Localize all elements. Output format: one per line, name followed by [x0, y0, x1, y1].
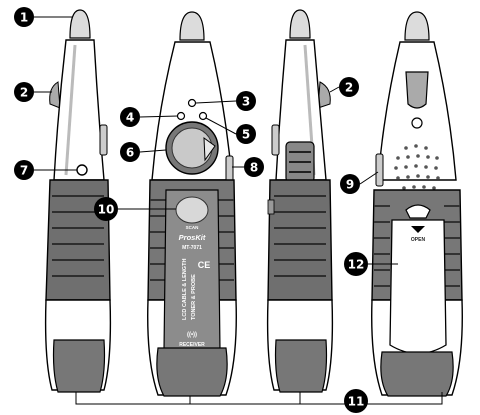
- pocket-clip-back: [405, 71, 429, 109]
- open-label: OPEN: [411, 237, 426, 243]
- probe-front-view: SCAN ProsKit MT-7071 CE LCD CABLE & LENG…: [147, 11, 237, 397]
- callout-1: 1: [14, 7, 34, 27]
- probe-tip-back: [404, 11, 430, 41]
- callout-4: 4: [120, 107, 140, 127]
- callout-markers: 1 2 3 4 5 6 7 8 10 2 9 12 11: [14, 7, 368, 413]
- svg-text:12: 12: [348, 258, 365, 272]
- callout-5: 5: [236, 124, 256, 144]
- product-name-line1: LCD CABLE & LENGTH: [182, 259, 188, 320]
- svg-text:2: 2: [20, 86, 28, 100]
- callout-10: 10: [94, 197, 118, 221]
- callout-7: 7: [14, 160, 34, 180]
- svg-text:11: 11: [348, 395, 365, 409]
- callout-6: 6: [120, 142, 140, 162]
- body-upper-back: [377, 41, 457, 181]
- body-upper: [53, 39, 105, 181]
- open-arrow-icon: [411, 226, 425, 233]
- scan-button: [175, 196, 209, 224]
- side-button: [99, 124, 108, 156]
- callout-3: 3: [236, 91, 256, 111]
- led-indicator-right: [198, 111, 208, 121]
- callout-12: 12: [344, 252, 368, 276]
- svg-text:9: 9: [346, 178, 354, 192]
- signal-symbol: ((•)): [187, 332, 197, 338]
- battery-cover-latch: [405, 204, 431, 219]
- svg-text:8: 8: [250, 161, 258, 175]
- probe-tip: [69, 9, 91, 39]
- callout-8: 8: [244, 157, 264, 177]
- callout-9: 9: [340, 174, 360, 194]
- callout-11: 11: [344, 389, 368, 413]
- led-indicator-top: [187, 98, 197, 108]
- probe-side-view-left: [44, 9, 112, 393]
- speaker-grille: [394, 144, 440, 190]
- earphone-jack: [76, 164, 88, 176]
- probe-tip-front: [179, 11, 205, 41]
- svg-text:10: 10: [98, 203, 115, 217]
- probe-side-view-right: [266, 9, 334, 393]
- rubber-grip: [45, 179, 111, 301]
- svg-text:6: 6: [126, 146, 134, 160]
- product-name-line2: TONER & PROBE: [191, 274, 197, 320]
- svg-text:2: 2: [345, 81, 353, 95]
- leader-lines: [34, 16, 443, 405]
- callout-2-left: 2: [14, 82, 34, 102]
- bottom-cap: [52, 339, 106, 393]
- brand-logo: ProsKit: [179, 233, 206, 242]
- svg-text:5: 5: [242, 128, 250, 142]
- bottom-cap-front: [156, 347, 228, 397]
- pocket-clip: [49, 81, 61, 109]
- svg-text:3: 3: [242, 95, 250, 109]
- probe-back-view: OPEN: [371, 11, 463, 397]
- svg-text:1: 1: [20, 11, 28, 25]
- led-indicator-left: [176, 111, 186, 121]
- probe-tip-side2: [289, 9, 311, 39]
- model-number: MT-7071: [182, 245, 202, 251]
- scan-label: SCAN: [186, 225, 199, 230]
- svg-text:7: 7: [20, 164, 28, 178]
- ce-mark: CE: [198, 260, 211, 270]
- callout-2-right: 2: [339, 77, 359, 97]
- svg-text:4: 4: [126, 111, 134, 125]
- receiver-label: RECEIVER: [179, 342, 205, 348]
